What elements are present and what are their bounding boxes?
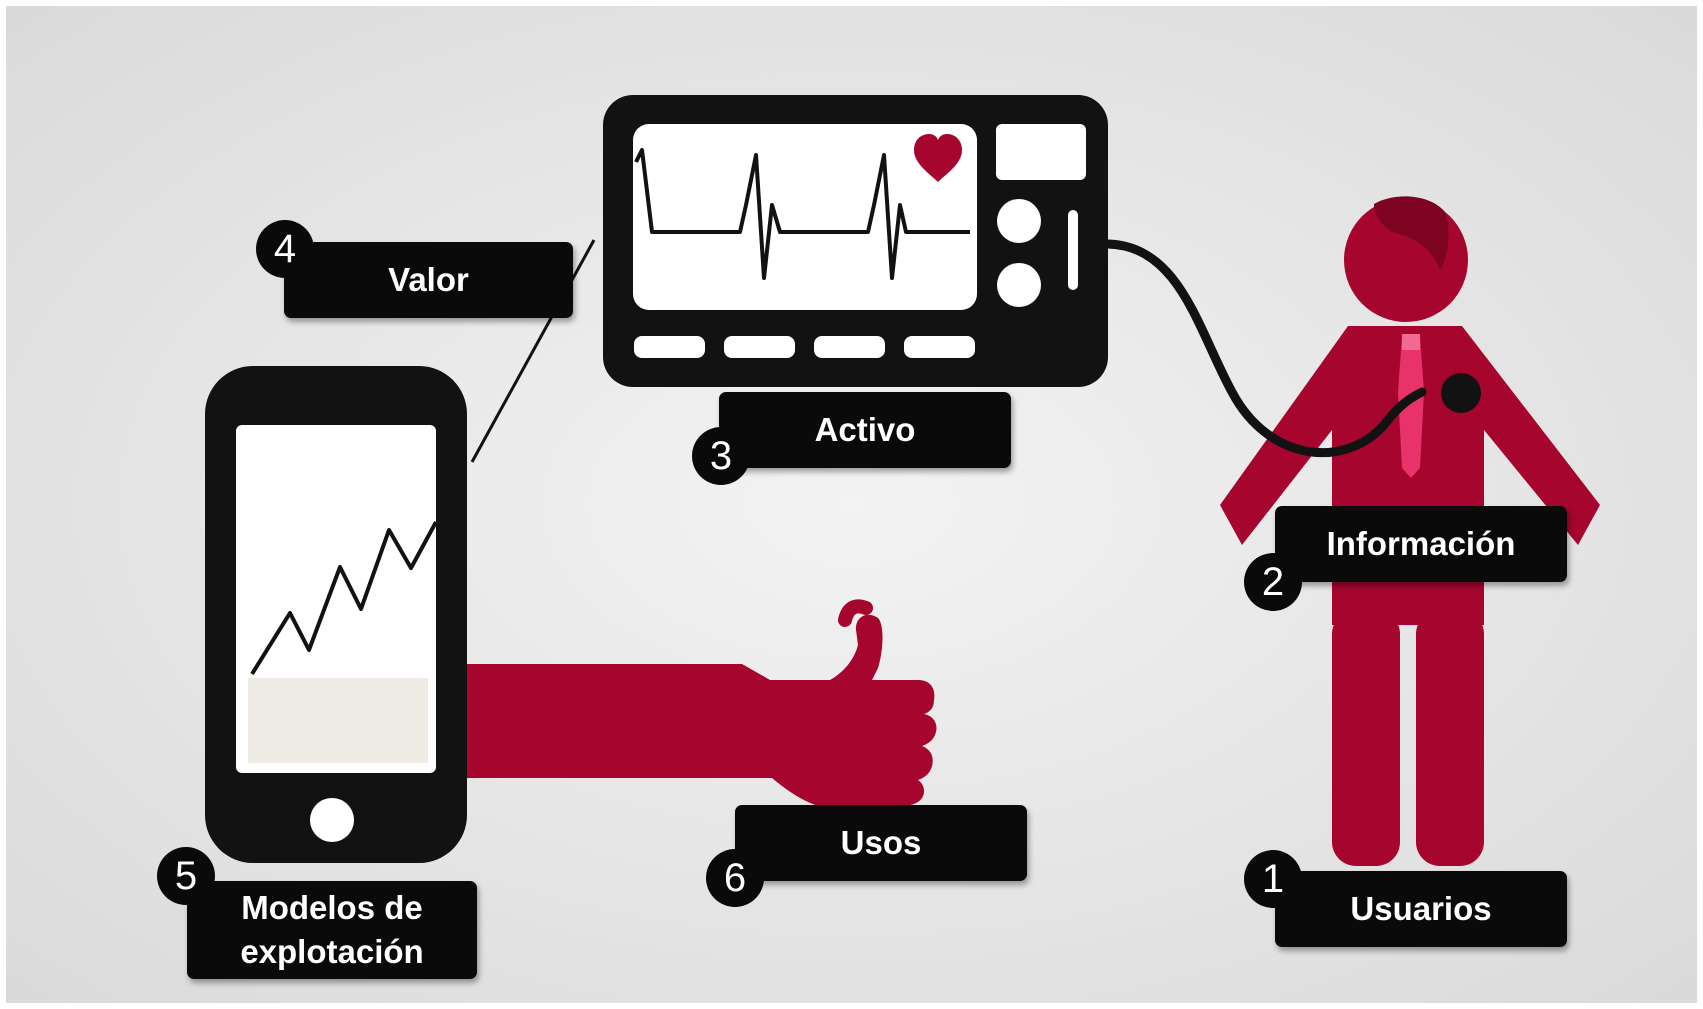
valor-number-badge: 4 (256, 220, 314, 278)
phone-growth-line (250, 521, 438, 676)
modelos-number-badge: 5 (157, 847, 215, 905)
monitor-button-4 (904, 336, 975, 358)
monitor-button-3 (814, 336, 885, 358)
monitor-knob-top (997, 199, 1041, 243)
informacion-number-badge: 2 (1244, 553, 1302, 611)
usos-label-text: Usos (840, 824, 922, 861)
monitor-button-1 (634, 336, 705, 358)
usos-label: Usos (735, 805, 1027, 881)
usos-number-badge: 6 (706, 849, 764, 907)
valor-label-text: Valor (388, 261, 469, 298)
usuarios-label: Usuarios (1275, 871, 1567, 947)
ekg-line (634, 148, 970, 280)
activo-label: Activo (719, 392, 1011, 468)
modelos-label-line1: Modelos de (241, 889, 423, 926)
usuarios-number-badge: 1 (1244, 850, 1302, 908)
monitor-display-box (996, 124, 1086, 180)
phone-home-button (310, 798, 354, 842)
phone-screen-panel (248, 678, 428, 763)
modelos-label: Modelos de explotación (187, 881, 477, 979)
phone-icon (205, 366, 467, 863)
valor-label: Valor (284, 242, 573, 318)
informacion-label: Información (1275, 506, 1567, 582)
heart-icon (914, 134, 962, 182)
thumbs-up-icon (465, 599, 937, 806)
usuarios-label-text: Usuarios (1350, 890, 1492, 927)
stethoscope-chestpiece (1441, 373, 1481, 413)
stethoscope-cable (1103, 239, 1427, 457)
activo-number-badge: 3 (692, 427, 750, 485)
valor-connector-line (470, 239, 596, 463)
person-icon (1220, 196, 1600, 866)
monitor-slot (1068, 210, 1078, 290)
monitor-icon (603, 95, 1108, 387)
person-tie-knot (1402, 334, 1420, 350)
person-left-leg (1332, 610, 1400, 866)
activo-label-text: Activo (814, 411, 916, 448)
modelos-label-line2: explotación (240, 933, 424, 970)
monitor-knob-bottom (997, 263, 1041, 307)
thumb (838, 599, 873, 627)
informacion-label-text: Información (1326, 525, 1516, 562)
monitor-button-2 (724, 336, 795, 358)
person-tie (1398, 336, 1424, 478)
person-hair (1374, 196, 1449, 270)
person-right-leg (1416, 610, 1484, 866)
